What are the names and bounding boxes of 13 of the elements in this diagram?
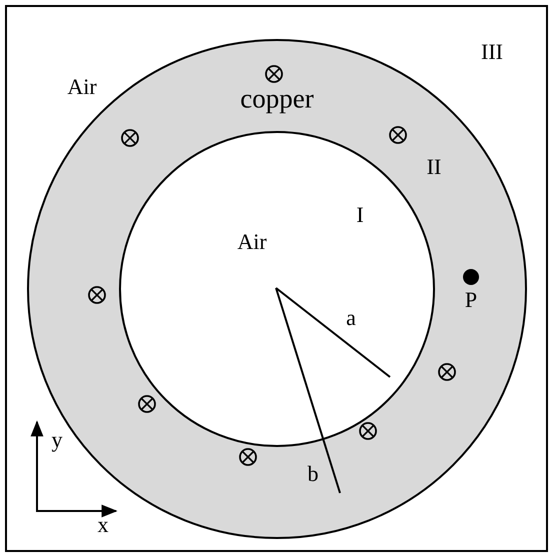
region-label: II xyxy=(426,156,442,178)
region-label: III xyxy=(481,41,503,63)
region-frame xyxy=(5,5,548,552)
region-label: Air xyxy=(237,231,267,253)
region-label: I xyxy=(356,204,364,226)
radius-label: b xyxy=(308,463,318,485)
axis-label: x xyxy=(98,514,108,536)
region-label: Air xyxy=(67,76,97,98)
radius-label: a xyxy=(346,307,356,329)
region-label: copper xyxy=(240,86,314,112)
copper-ring xyxy=(27,39,527,539)
axis-label: y xyxy=(52,429,62,451)
point-label: P xyxy=(464,289,478,311)
